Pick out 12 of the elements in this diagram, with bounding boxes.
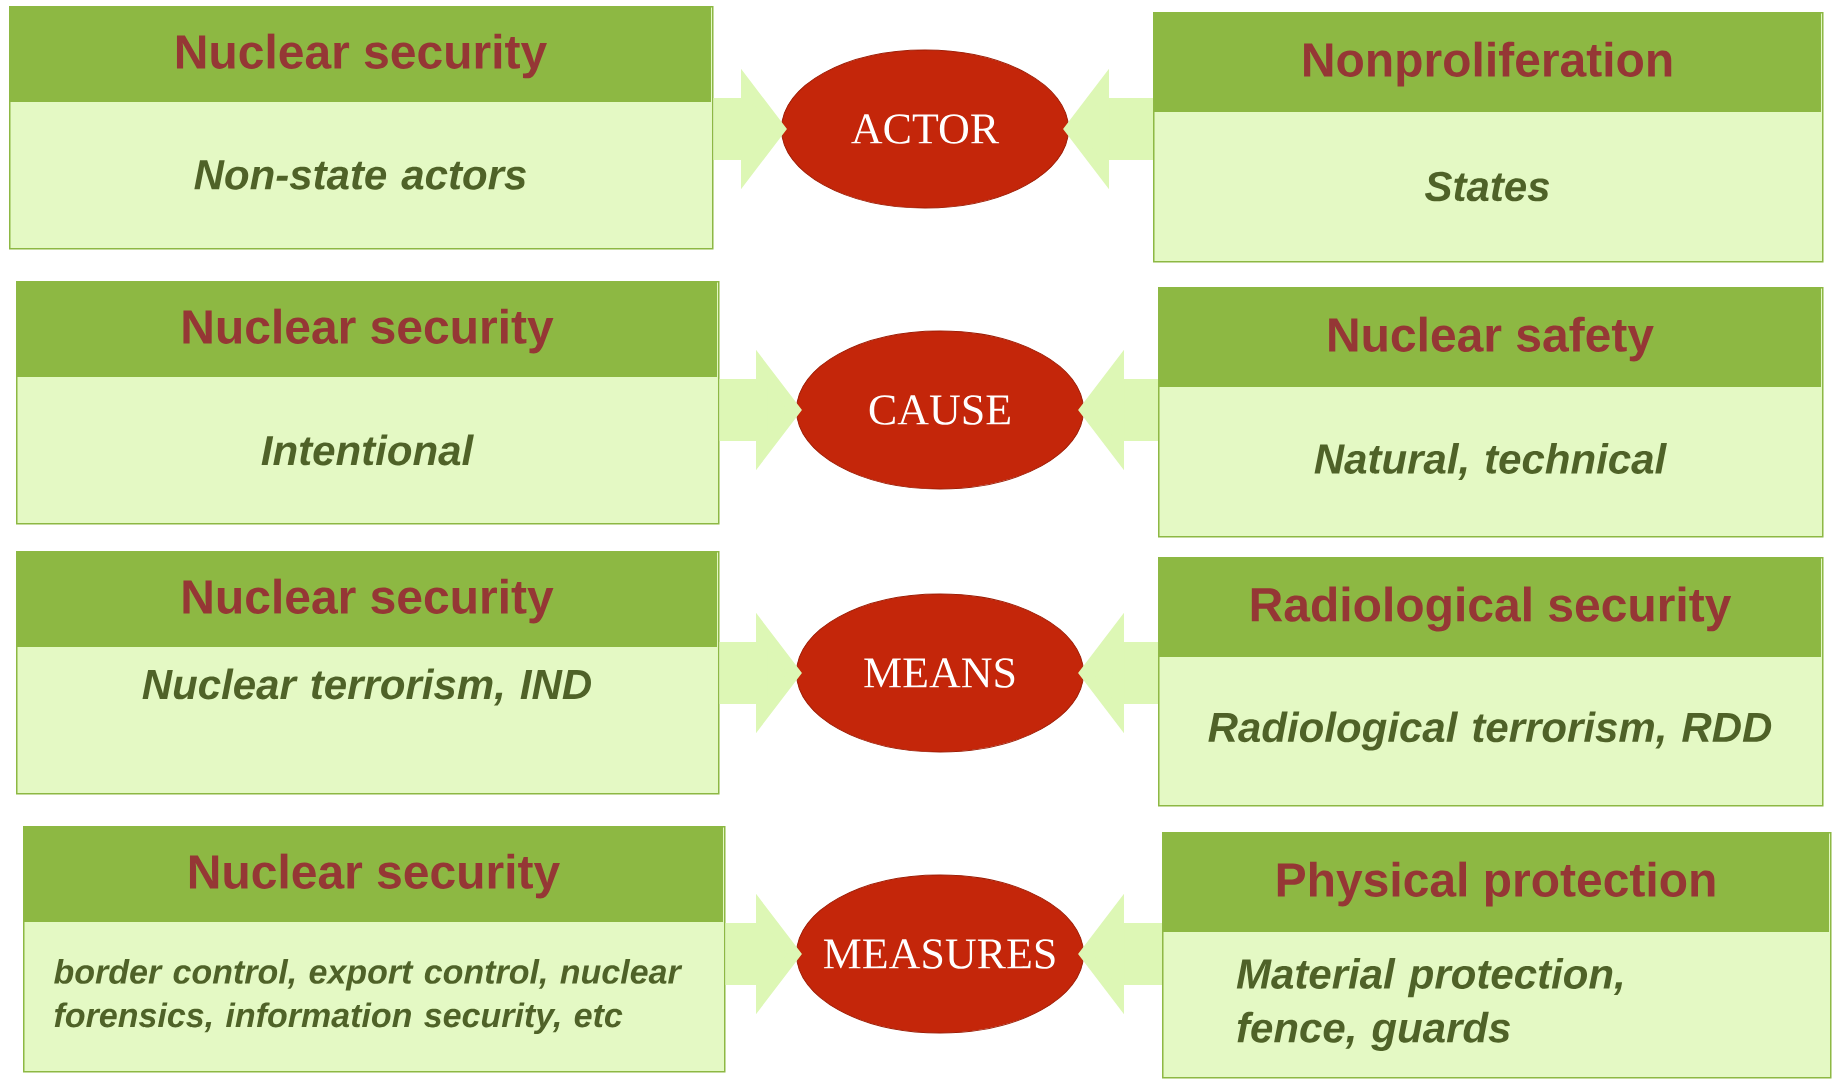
- panel: Nuclear safety Natural, technical: [1158, 287, 1824, 538]
- panel: Nuclear security Non-state actors: [9, 6, 714, 250]
- panel: Radiological security Radiological terrorism, RDD: [1158, 557, 1824, 807]
- panel: Physical protection Material protection, fence, guards: [1162, 832, 1832, 1079]
- panel: Nuclear security Nuclear terrorism, IND: [16, 551, 720, 795]
- panel: Nonproliferation States: [1153, 12, 1824, 263]
- oval: CAUSE: [796, 330, 1084, 490]
- panel: Nuclear security Intentional: [16, 281, 720, 525]
- oval: MEANS: [796, 593, 1084, 753]
- oval: ACTOR: [781, 49, 1069, 209]
- oval: MEASURES: [796, 874, 1084, 1034]
- panel: Nuclear security border control, export control, nuclear forensics, information security, etc: [23, 826, 726, 1073]
